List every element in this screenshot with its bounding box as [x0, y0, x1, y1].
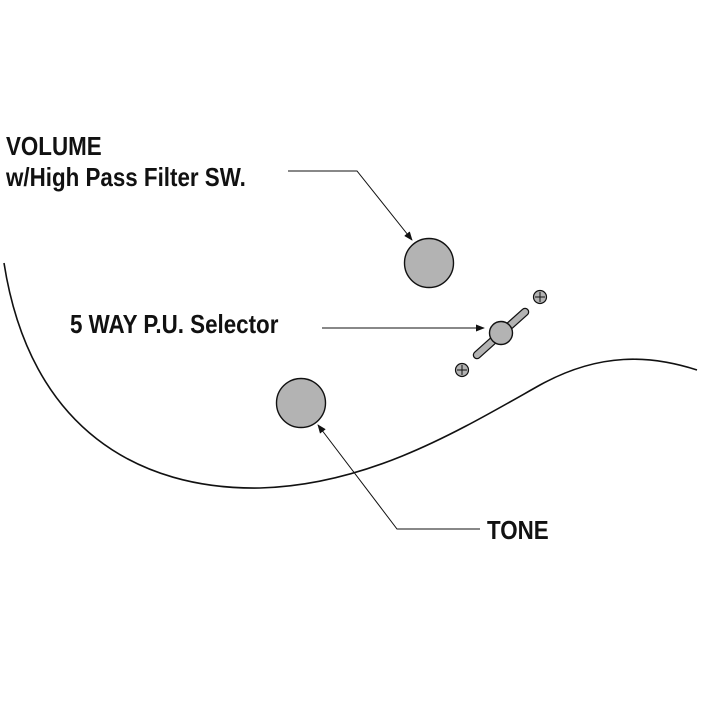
mounting-screw-icon	[454, 362, 470, 378]
tone-leader-arrow	[317, 424, 480, 530]
volume-knob-icon[interactable]	[403, 237, 455, 289]
guitar-body-outline	[3, 262, 698, 489]
mounting-screw-icon	[532, 289, 548, 305]
tone-knob-icon[interactable]	[275, 377, 327, 429]
selector-tip	[488, 320, 514, 346]
tone-label: TONE	[487, 515, 549, 545]
high-pass-filter-label: w/High Pass Filter SW.	[6, 162, 246, 192]
volume-leader-arrow	[288, 170, 413, 241]
volume-label: VOLUME	[6, 131, 102, 161]
pickup-selector-switch-icon[interactable]	[472, 307, 530, 360]
pickup-selector-label: 5 WAY P.U. Selector	[70, 309, 279, 339]
